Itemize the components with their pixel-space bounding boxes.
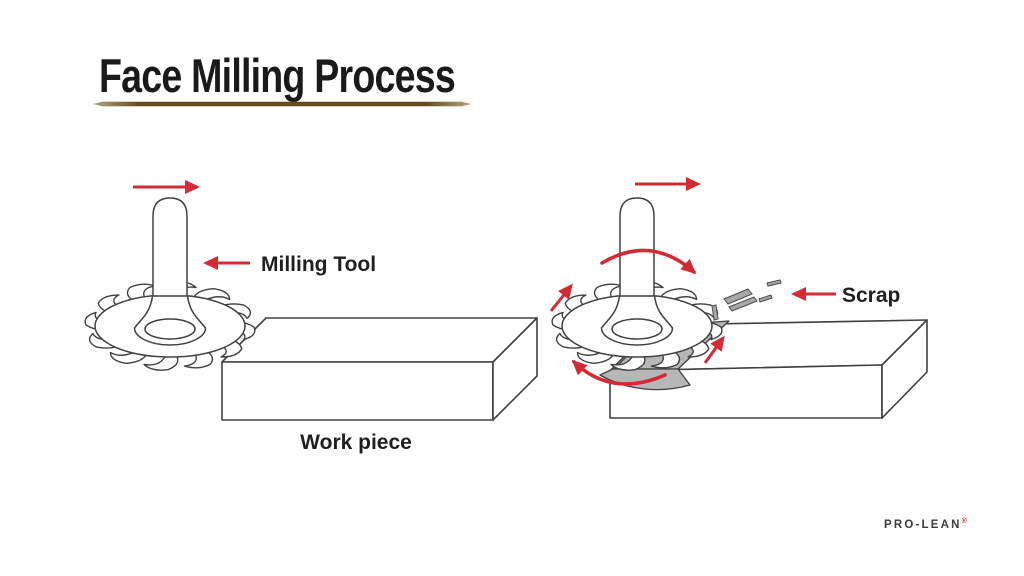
brand-logo: PRO-LEAN® xyxy=(884,518,967,531)
scrap-label: Scrap xyxy=(842,284,900,307)
scrap-chips xyxy=(711,279,782,321)
rotation-arrow-left xyxy=(549,283,573,312)
scrap-chip xyxy=(723,288,753,305)
workpiece-right-face xyxy=(881,319,928,419)
milling-tool-left xyxy=(83,198,256,371)
scrap-chip xyxy=(758,294,773,303)
rotation-arrow-top xyxy=(600,248,697,274)
scrap-chip xyxy=(711,304,719,321)
scrap-chip xyxy=(728,296,758,312)
workpiece-right-block xyxy=(599,319,928,419)
milling-tool-label: Milling Tool xyxy=(261,253,376,276)
page-title: Face Milling Process xyxy=(99,49,456,102)
title-underline xyxy=(93,101,471,107)
workpiece-left xyxy=(221,317,538,421)
workpiece-top-face xyxy=(221,317,538,363)
rotation-arrow-bottom xyxy=(571,359,667,386)
workpiece-right-face xyxy=(492,317,538,421)
workpiece-front-face xyxy=(221,361,494,421)
registered-mark-icon: ® xyxy=(961,518,967,525)
work-piece-label: Work piece xyxy=(300,431,412,454)
scrap-chip xyxy=(766,279,782,287)
milling-tool-right xyxy=(550,198,723,371)
diagram-step-1: Milling Tool Work piece xyxy=(83,180,538,454)
cut-direction-arrow xyxy=(703,335,725,364)
diagram-step-2: Scrap xyxy=(549,177,928,419)
brand-logo-text: PRO-LEAN xyxy=(884,518,962,531)
